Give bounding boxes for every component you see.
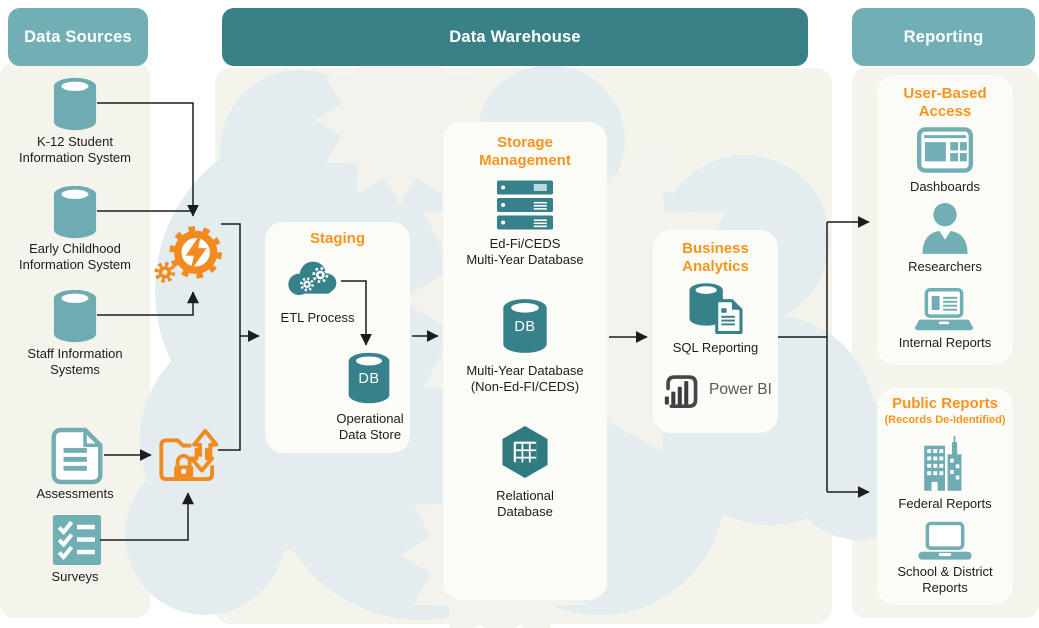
db-badge: DB (358, 371, 380, 387)
staging-title: Staging (310, 230, 365, 247)
data-warehouse-header: Data Warehouse (222, 8, 808, 66)
database-icon (47, 289, 103, 343)
researchers-label: Researchers (908, 259, 982, 274)
source-label-k12: K-12 Student Information System (19, 134, 131, 166)
survey-checklist-icon (52, 514, 102, 566)
db-badge: DB (514, 319, 536, 335)
relational-database-icon (499, 424, 551, 480)
school-district-reports-label: School & District Reports (897, 564, 993, 596)
public-reports-title: Public Reports (892, 395, 998, 412)
data-sources-header: Data Sources (8, 8, 148, 66)
powerbi-logo: Power BI (656, 368, 776, 412)
database-icon (47, 77, 103, 131)
business-analytics-title: Business Analytics (682, 240, 749, 276)
dashboard-icon (917, 127, 973, 173)
ods-label: Operational Data Store (336, 411, 404, 443)
sql-reporting-label: SQL Reporting (672, 340, 759, 355)
powerbi-logo-icon (664, 375, 698, 408)
internal-reports-label: Internal Reports (898, 335, 992, 350)
assessment-document-icon (51, 427, 103, 485)
etl-process-label: ETL Process (280, 310, 355, 325)
federal-reports-label: Federal Reports (898, 496, 992, 511)
public-reports-subtitle: (Records De-Identified) (884, 414, 1006, 426)
database-document-icon (688, 282, 744, 336)
source-label-surveys: Surveys (51, 569, 99, 584)
storage-label-multiyear: Multi-Year Database (Non-Ed-FI/CEDS) (466, 363, 584, 395)
powerbi-label: Power BI (709, 381, 772, 398)
source-label-staff: Staff Information Systems (27, 346, 123, 378)
reporting-header: Reporting (852, 8, 1035, 66)
buildings-icon (919, 435, 971, 491)
dashboards-label: Dashboards (909, 179, 981, 194)
data-sources-header-label: Data Sources (24, 27, 132, 46)
reporting-header-label: Reporting (903, 27, 984, 46)
data-warehouse-header-label: Data Warehouse (449, 27, 581, 46)
cloud-gears-icon (283, 253, 343, 301)
person-icon (920, 202, 970, 254)
storage-management-title: Storage Management (479, 134, 571, 170)
storage-label-relational: Relational Database (496, 488, 554, 520)
laptop-icon (915, 521, 975, 563)
gear-lightning-icon (154, 220, 224, 288)
folder-lock-transfer-icon (157, 424, 219, 486)
server-rack-icon (497, 180, 553, 230)
source-label-early-childhood: Early Childhood Information System (19, 241, 131, 273)
user-based-access-title: User-Based Access (903, 85, 987, 121)
storage-label-edfi: Ed-Fi/CEDS Multi-Year Database (466, 236, 584, 268)
laptop-report-icon (914, 288, 974, 332)
source-label-assessments: Assessments (36, 486, 114, 501)
database-icon (47, 185, 103, 239)
